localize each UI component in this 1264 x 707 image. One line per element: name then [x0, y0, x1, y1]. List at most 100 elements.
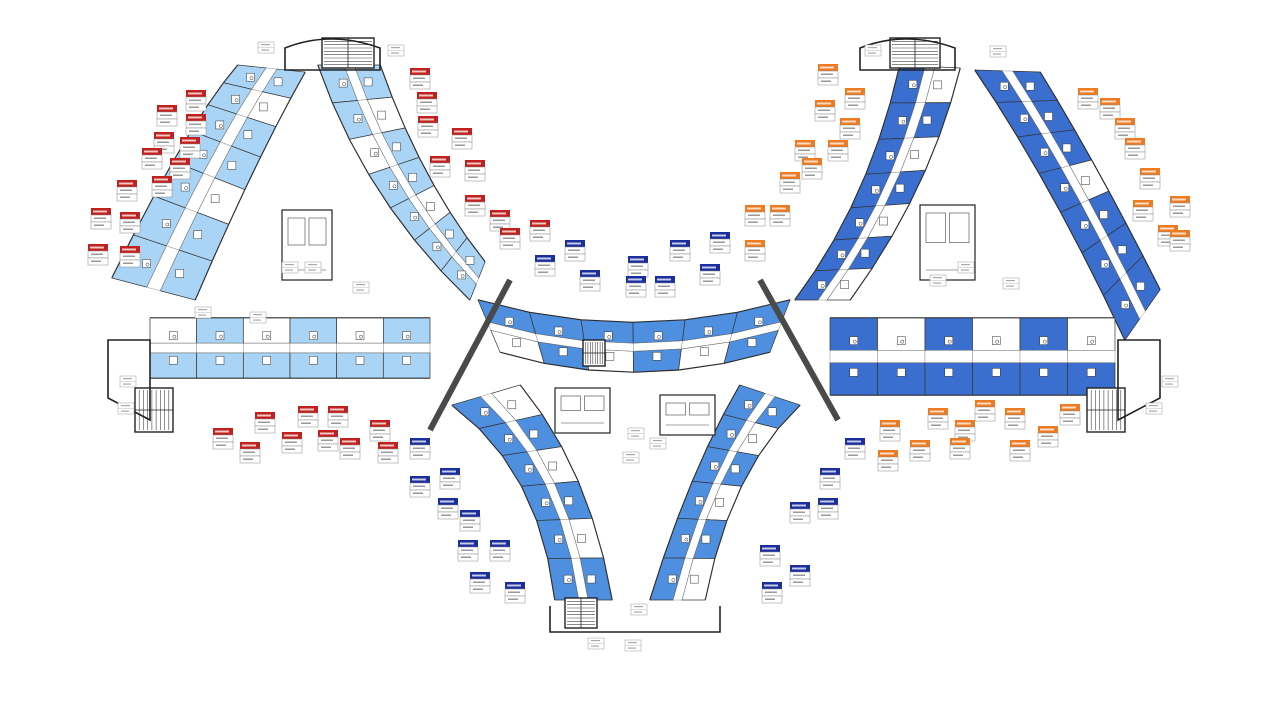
room-tag — [464, 195, 486, 217]
room-tag — [90, 208, 112, 230]
dimension-cartouche — [304, 261, 322, 274]
entrance-core — [1117, 339, 1161, 422]
dimension-cartouche — [281, 261, 299, 274]
apartment-unit — [972, 317, 1021, 351]
dimension-cartouche — [194, 306, 212, 319]
room-tag — [699, 264, 721, 286]
room-tag — [1004, 408, 1026, 430]
stairwell — [564, 597, 598, 629]
section-joint — [427, 278, 513, 432]
room-tag — [1124, 138, 1146, 160]
entrance-core — [859, 38, 956, 71]
room-tag — [179, 137, 201, 159]
room-tag — [116, 180, 138, 202]
room-tag — [417, 116, 439, 138]
room-tag — [954, 420, 976, 442]
apartment-unit — [924, 317, 973, 351]
room-tag — [297, 406, 319, 428]
room-tag — [459, 510, 481, 532]
room-tag — [564, 240, 586, 262]
room-tag — [185, 114, 207, 136]
dimension-cartouche — [587, 637, 605, 650]
room-tag — [534, 255, 556, 277]
room-tag — [409, 438, 431, 460]
left-wing-bottom-row — [149, 317, 431, 379]
entrance-core — [549, 606, 721, 633]
room-tag — [87, 244, 109, 266]
right-wing-left-arm — [794, 64, 961, 301]
dimension-cartouche — [630, 603, 648, 616]
room-tag — [625, 276, 647, 298]
room-tag — [141, 148, 163, 170]
apartment-unit — [1019, 317, 1068, 351]
room-tag — [416, 92, 438, 114]
room-tag — [1157, 225, 1179, 247]
room-tag — [879, 420, 901, 442]
room-tag — [759, 545, 781, 567]
room-tag — [627, 256, 649, 278]
room-tag — [1099, 98, 1121, 120]
room-tag — [156, 105, 178, 127]
dimension-cartouche — [352, 281, 370, 294]
room-tag — [1132, 200, 1154, 222]
entrance-core — [107, 339, 151, 422]
room-tag — [789, 565, 811, 587]
room-tag — [1139, 168, 1161, 190]
apartment-unit — [877, 362, 926, 396]
room-tag — [974, 400, 996, 422]
apartment-unit — [924, 362, 973, 396]
room-tag — [819, 468, 841, 490]
room-tag — [119, 246, 141, 268]
room-tag — [949, 438, 971, 460]
room-tag — [1077, 88, 1099, 110]
room-tag — [744, 205, 766, 227]
room-tag — [409, 476, 431, 498]
room-tag — [801, 158, 823, 180]
room-tag — [499, 228, 521, 250]
room-tag — [1037, 426, 1059, 448]
entrance-core — [284, 38, 381, 71]
dimension-cartouche — [257, 41, 275, 54]
room-tag — [817, 64, 839, 86]
room-tag — [529, 220, 551, 242]
room-tag — [769, 205, 791, 227]
room-tag — [844, 438, 866, 460]
left-wing-upper-arm — [111, 64, 306, 301]
stairwell — [889, 37, 941, 69]
room-tag — [744, 240, 766, 262]
dimension-cartouche — [249, 311, 267, 324]
apartment-unit — [1067, 317, 1116, 351]
dimension-cartouche — [989, 45, 1007, 58]
room-tag — [489, 210, 511, 232]
room-tag — [654, 276, 676, 298]
room-tag — [844, 88, 866, 110]
room-tag — [151, 176, 173, 198]
room-tag — [254, 412, 276, 434]
left-wing-right-arm — [317, 64, 486, 301]
center-wing-right-arm — [649, 384, 801, 601]
room-tag — [814, 100, 836, 122]
technical-core — [554, 387, 611, 434]
dimension-cartouche — [957, 261, 975, 274]
room-tag — [429, 156, 451, 178]
dimension-cartouche — [387, 44, 405, 57]
room-tag — [877, 450, 899, 472]
room-tag — [779, 172, 801, 194]
room-tag — [339, 438, 361, 460]
room-tag — [794, 140, 816, 162]
dimension-cartouche — [624, 639, 642, 652]
room-tag — [212, 428, 234, 450]
dimension-cartouche — [117, 402, 135, 415]
dimension-cartouche — [1002, 277, 1020, 290]
room-tag — [119, 212, 141, 234]
room-tag — [1114, 118, 1136, 140]
room-tag — [409, 68, 431, 90]
dimension-cartouche — [1161, 375, 1179, 388]
room-tag — [169, 158, 191, 180]
dimension-cartouche — [649, 437, 667, 450]
stairwell — [582, 339, 606, 367]
room-tag — [377, 442, 399, 464]
dimension-cartouche — [864, 44, 882, 57]
